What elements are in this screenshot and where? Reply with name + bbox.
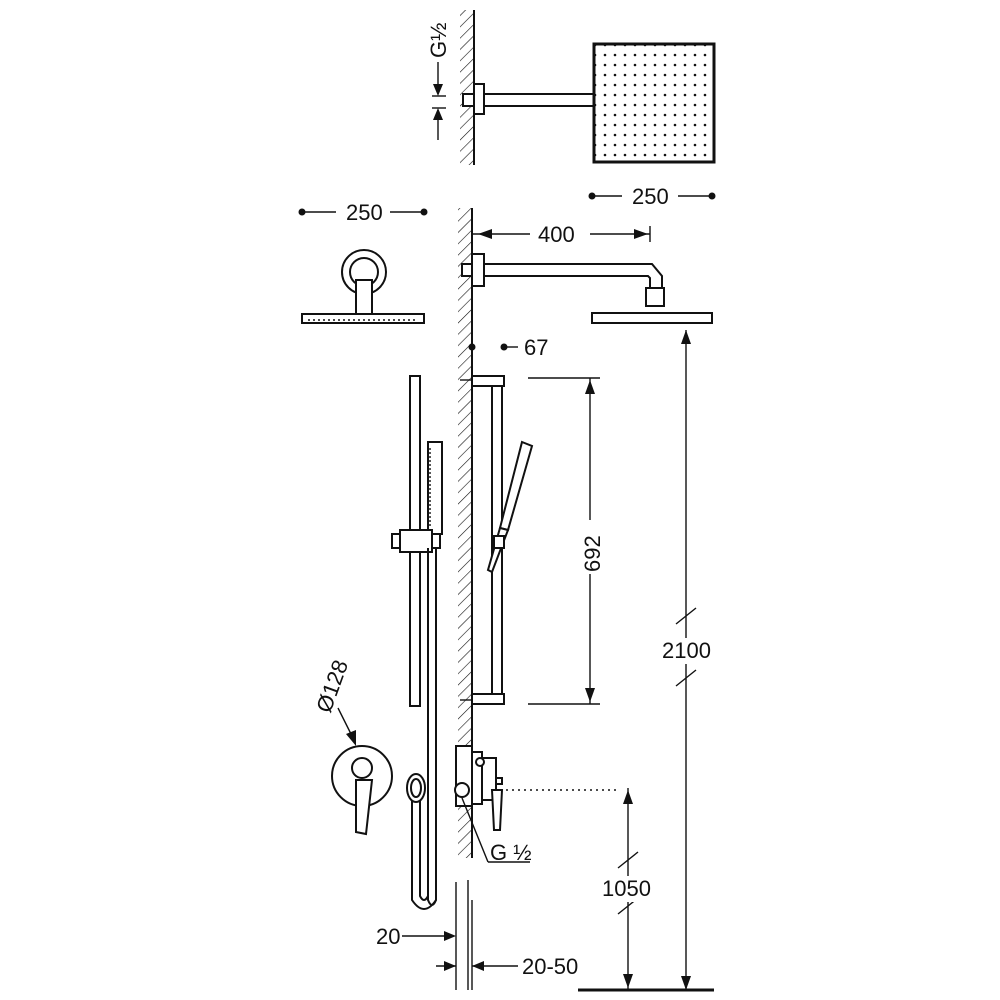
wall-offset-label: 67 [524,335,548,360]
total-height-dimension: 2100 [660,330,716,990]
mixer-diameter-label: Ø128 [311,657,353,716]
shower-arm-top [483,93,595,107]
wall-flange-top [473,83,485,115]
arm-length-dimension: 400 [472,222,651,247]
mixer-side [454,745,620,831]
side-view: 250 400 [298,200,716,992]
shower-arm-side [461,253,713,324]
slide-rail-side [460,375,534,705]
recess-depth-dimension: 20-50 [436,900,578,990]
arm-length-label: 400 [538,222,575,247]
top-view: G½ 250 [426,10,716,209]
mixer-height-label: 1050 [602,876,651,901]
mixer-height-dimension: 1050 [600,788,654,990]
total-height-label: 2100 [662,638,711,663]
hose-offset-dimension: 20 [376,880,469,990]
rail-length-dimension: 692 [528,377,605,705]
mixer-front: Ø128 [311,657,393,836]
head-top-width-label: 250 [632,184,669,209]
head-top-width-dimension: 250 [588,184,716,209]
wall-offset-dimension: 67 [468,335,548,360]
head-side-width-dimension: 250 [298,200,428,225]
square-head-top [592,42,716,164]
wall-section-main [458,208,472,858]
inlet-label-top: G½ [426,23,451,58]
recess-depth-label: 20-50 [522,954,578,979]
slide-rail-front [391,375,443,910]
rail-length-label: 692 [580,535,605,572]
inlet-label-mixer: G ½ [490,840,532,865]
shower-head-front [301,249,425,324]
inlet-dimension-mixer: G ½ [461,797,532,865]
shower-head-side [591,312,713,324]
hose-offset-label: 20 [376,924,400,949]
inlet-dimension-top: G½ [426,23,451,140]
wall-section-top [460,10,474,165]
head-side-width-label: 250 [346,200,383,225]
